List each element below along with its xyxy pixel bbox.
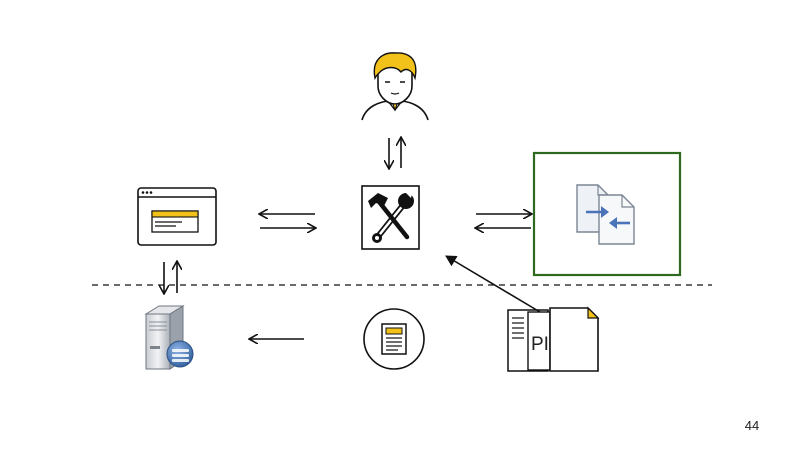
browser-tools-arrows (260, 214, 315, 228)
wrench-hammer-icon (361, 185, 420, 250)
pdf-files-icon: PI (507, 306, 600, 372)
pdf-label: PI (531, 334, 549, 355)
page-number: 44 (744, 418, 760, 433)
document-icon (363, 308, 425, 370)
pdf-tools-arrow (445, 255, 541, 313)
tools-compare-arrows (476, 214, 531, 228)
person-icon (361, 52, 429, 121)
browser-server-arrows (164, 262, 177, 293)
database-server-icon (144, 305, 194, 370)
user-tools-arrows (389, 138, 401, 168)
browser-window-icon (137, 187, 217, 246)
document-compare-icon (576, 184, 635, 245)
